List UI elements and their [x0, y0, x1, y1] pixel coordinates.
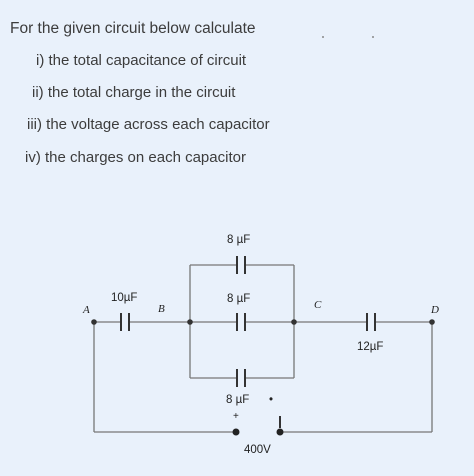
node-c	[291, 319, 297, 325]
question-item-4: iv) the charges on each capacitor	[25, 149, 246, 166]
capacitor-12uf-label: 12µF	[357, 341, 383, 353]
capacitor-12uf	[366, 313, 376, 331]
node-a-label: A	[82, 304, 90, 316]
question-item-1: i) the total capacitance of circuit	[36, 52, 247, 69]
node-b-label: B	[158, 303, 165, 315]
voltage-source	[232, 416, 284, 436]
circuit-nodes	[91, 319, 435, 325]
source-plus-label: +	[233, 411, 239, 422]
node-b	[187, 319, 193, 325]
stray-dot: •	[269, 394, 273, 406]
capacitor-8uf-middle-label: 8 µF	[227, 293, 250, 305]
capacitor-10uf-label: 10µF	[111, 292, 137, 304]
speck-mark	[322, 36, 324, 38]
capacitor-8uf-top-label: 8 µF	[227, 234, 250, 246]
capacitor-8uf-bottom-label: 8 µF	[226, 394, 249, 406]
node-d	[429, 319, 435, 325]
node-c-label: C	[314, 299, 322, 311]
source-terminal-minus	[276, 428, 284, 436]
question-title: For the given circuit below calculate	[10, 20, 256, 37]
node-d-label: D	[430, 304, 439, 316]
node-a	[91, 319, 97, 325]
speck-mark	[372, 36, 374, 38]
source-terminal-plus	[232, 428, 240, 436]
capacitor-plates	[120, 256, 376, 387]
capacitor-10uf	[120, 313, 130, 331]
capacitor-8uf-bottom	[236, 369, 246, 387]
question-item-3: iii) the voltage across each capacitor	[27, 116, 270, 133]
question-item-2: ii) the total charge in the circuit	[32, 84, 236, 101]
question-block: For the given circuit below calculate i)…	[0, 0, 474, 200]
source-voltage-label: 400V	[244, 444, 271, 456]
capacitor-8uf-top	[236, 256, 246, 274]
capacitor-8uf-middle	[236, 313, 246, 331]
